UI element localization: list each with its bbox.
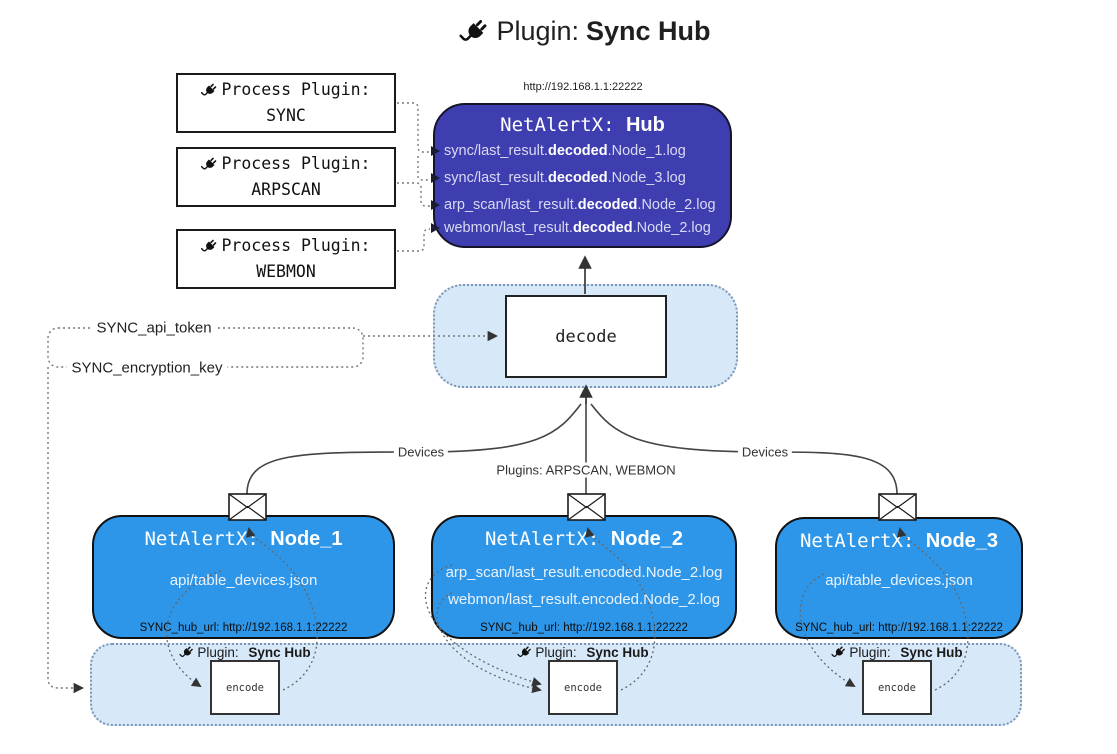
diagram-title-name: Sync Hub	[586, 16, 711, 46]
hub-url-label: http://192.168.1.1:22222	[523, 81, 643, 93]
envelope-icon	[567, 493, 606, 521]
node-file: api/table_devices.json	[169, 572, 318, 589]
decode-box: decode	[505, 295, 667, 378]
node-title: NetAlertX: Node_3	[799, 530, 999, 552]
node-hub-url: SYNC_hub_url: http://192.168.1.1:22222	[139, 622, 348, 634]
plug-icon	[459, 17, 489, 47]
node-file: api/table_devices.json	[825, 572, 973, 589]
sync-encryption-key-label: SYNC_encryption_key	[66, 359, 228, 377]
node-box-2: NetAlertX: Node_2 arp_scan/last_result.e…	[431, 515, 737, 639]
node-file: arp_scan/last_result.encoded.Node_2.log	[445, 564, 723, 581]
hub-box: NetAlertX: Hub sync/last_result.decoded.…	[431, 103, 732, 248]
plug-icon	[517, 645, 532, 660]
node-hub-url: SYNC_hub_url: http://192.168.1.1:22222	[795, 622, 1003, 634]
hub-log-line: sync/last_result.decoded.Node_1.log	[431, 143, 686, 163]
process-plugin-label: Process Plugin:	[221, 80, 371, 100]
process-plugin-name: WEBMON	[256, 262, 316, 281]
encode-box-1: encode	[210, 660, 280, 715]
plugins-mid-label: Plugins: ARPSCAN, WEBMON	[492, 462, 680, 478]
node-box-3: NetAlertX: Node_3 api/table_devices.json…	[775, 517, 1023, 639]
encoder-plugin-label: Plugin: Sync Hub	[517, 645, 649, 660]
encode-box-3: encode	[862, 660, 932, 715]
envelope-icon	[878, 493, 917, 521]
node-file: webmon/last_result.encoded.Node_2.log	[448, 591, 720, 608]
process-plugin-label: Process Plugin:	[221, 154, 371, 174]
encode-label: encode	[564, 681, 602, 694]
encode-label: encode	[226, 681, 264, 694]
node-title: NetAlertX: Node_2	[484, 528, 684, 550]
decode-label: decode	[555, 326, 617, 347]
process-plugin-box-webmon: Process Plugin: WEBMON	[176, 229, 396, 289]
plug-icon	[201, 238, 218, 255]
devices-left-label: Devices	[393, 444, 449, 460]
arrow-right-icon	[431, 146, 440, 156]
encoder-plugin-label: Plugin: Sync Hub	[179, 645, 311, 660]
process-plugin-box-sync: Process Plugin: SYNC	[176, 73, 396, 133]
process-plugin-box-arpscan: Process Plugin: ARPSCAN	[176, 147, 396, 207]
node-title: NetAlertX: Node_1	[144, 528, 343, 550]
arrow-right-icon	[431, 173, 440, 183]
hub-app-name: NetAlertX:	[500, 114, 615, 136]
sync-api-token-label: SYNC_api_token	[91, 319, 217, 337]
diagram-title: Plugin: Sync Hub	[459, 16, 711, 47]
plug-icon	[179, 645, 194, 660]
encode-box-2: encode	[548, 660, 618, 715]
hub-title: NetAlertX: Hub	[435, 114, 730, 137]
hub-log-line: webmon/last_result.decoded.Node_2.log	[431, 220, 711, 240]
hub-log-line: sync/last_result.decoded.Node_3.log	[431, 170, 686, 190]
hub-name: Hub	[625, 114, 665, 136]
process-plugin-label: Process Plugin:	[221, 236, 371, 256]
plug-icon	[201, 82, 218, 99]
encode-label: encode	[878, 681, 916, 694]
plug-icon	[201, 156, 218, 173]
diagram-title-label: Plugin:	[496, 16, 580, 46]
encoder-plugin-label: Plugin: Sync Hub	[831, 645, 963, 660]
process-plugin-name: SYNC	[266, 106, 306, 125]
plug-icon	[831, 645, 846, 660]
hub-log-line: arp_scan/last_result.decoded.Node_2.log	[431, 197, 716, 217]
node-hub-url: SYNC_hub_url: http://192.168.1.1:22222	[480, 622, 688, 634]
arrow-right-icon	[431, 223, 440, 233]
devices-right-label: Devices	[737, 444, 793, 460]
arrow-right-icon	[431, 200, 440, 210]
node-box-1: NetAlertX: Node_1 api/table_devices.json…	[92, 515, 395, 639]
process-plugin-name: ARPSCAN	[251, 180, 321, 199]
envelope-icon	[228, 493, 267, 521]
